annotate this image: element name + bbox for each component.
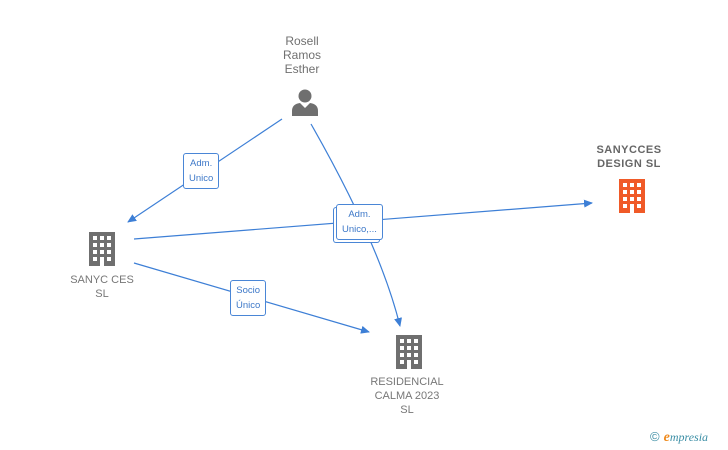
brand-name: mpresia [669,430,709,444]
building-icon[interactable] [393,335,425,369]
person-icon[interactable] [290,87,320,117]
edge-label-adm-unico[interactable]: Adm. Unico [183,153,220,189]
copyright-icon: © [650,429,660,444]
residencial-label: RESIDENCIAL CALMA 2023 SL [370,376,444,416]
building-icon[interactable] [86,232,118,266]
person-name-label: Rosell Ramos Esther [282,34,321,76]
edge-label-socio-unico[interactable]: Socio Único [230,280,267,316]
building-icon[interactable] [616,179,648,213]
sanycces-design-label: SANYCCES DESIGN SL [596,144,662,170]
brand-e: e [663,430,670,445]
sanyc-ces-label: SANYC CES SL [70,274,134,300]
brand-logo: ©empresia [650,429,708,446]
edge-label-adm-unico-multiple[interactable]: Adm. Unico,... [336,204,383,240]
